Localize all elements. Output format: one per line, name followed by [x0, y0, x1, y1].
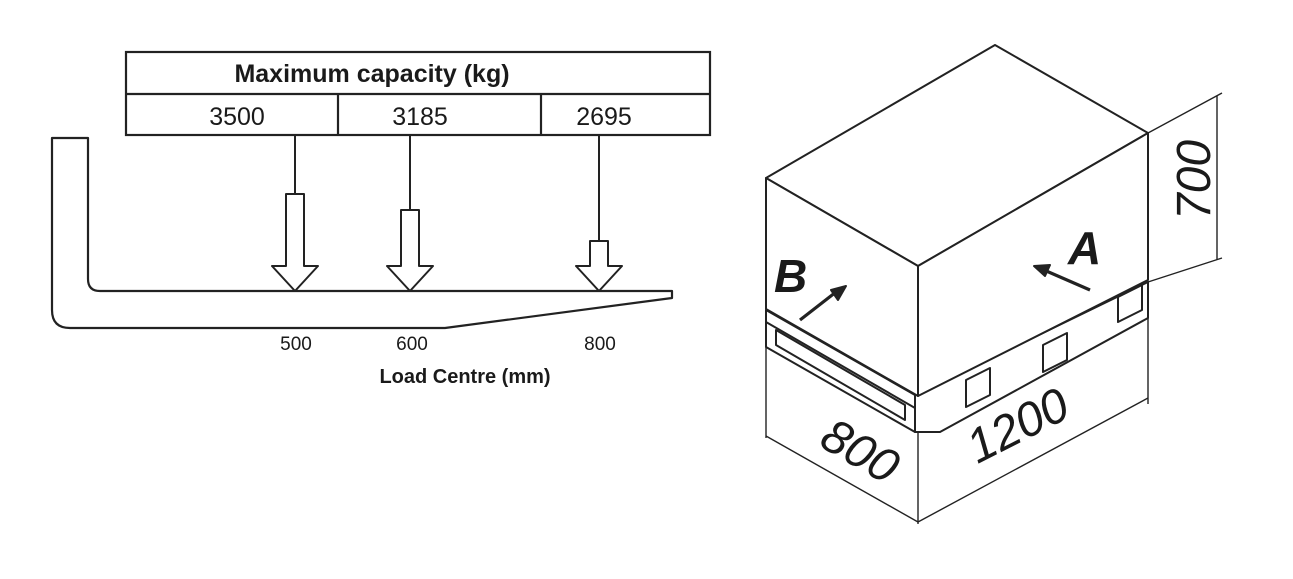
capacity-value-2: 3185	[392, 103, 448, 131]
dimension-label-700: 700	[1168, 140, 1221, 220]
fork-blade	[50, 136, 674, 330]
load-centre-axis-label: Load Centre (mm)	[379, 366, 550, 388]
load-centre-label-500: 500	[280, 334, 312, 355]
direction-arrows	[799, 264, 1091, 322]
arrow-a-head	[1033, 264, 1051, 277]
arrow-a-shaft	[1043, 268, 1091, 292]
capacity-table-header: Maximum capacity (kg)	[234, 60, 509, 88]
dim-width-line	[765, 435, 919, 523]
load-centre-label-800: 800	[584, 334, 616, 355]
dim-height-ext-bottom	[1147, 257, 1223, 283]
dimension-lines	[765, 92, 1223, 524]
capacity-value-1: 3500	[209, 103, 265, 131]
arrow-b-shaft	[799, 290, 837, 322]
pallet-short-opening	[775, 329, 906, 421]
arrow-b-head	[830, 285, 847, 301]
dim-length-line	[917, 397, 1149, 523]
capacity-table	[124, 50, 712, 137]
load-box-side	[917, 132, 1149, 397]
pallet-top-board-edge	[765, 321, 916, 409]
direction-label-a: A	[1067, 222, 1101, 274]
pallet-block-1	[965, 367, 991, 408]
dim-height-ext-top	[1147, 92, 1223, 134]
load-arrow-500	[271, 135, 319, 292]
pallet-diagram	[765, 44, 1223, 524]
pallet-block-3	[1117, 284, 1143, 323]
load-arrow-800	[575, 135, 623, 292]
pallet-base	[765, 281, 1149, 433]
pallet-block-2	[1042, 332, 1068, 373]
load-arrow-600	[386, 135, 434, 292]
capacity-value-3: 2695	[576, 103, 632, 131]
dimension-label-800: 800	[812, 409, 908, 495]
direction-label-b: B	[774, 250, 807, 302]
load-centre-label-600: 600	[396, 334, 428, 355]
fork-capacity-diagram: Maximum capacity (kg) 3500 3185 2695 500…	[50, 50, 712, 388]
